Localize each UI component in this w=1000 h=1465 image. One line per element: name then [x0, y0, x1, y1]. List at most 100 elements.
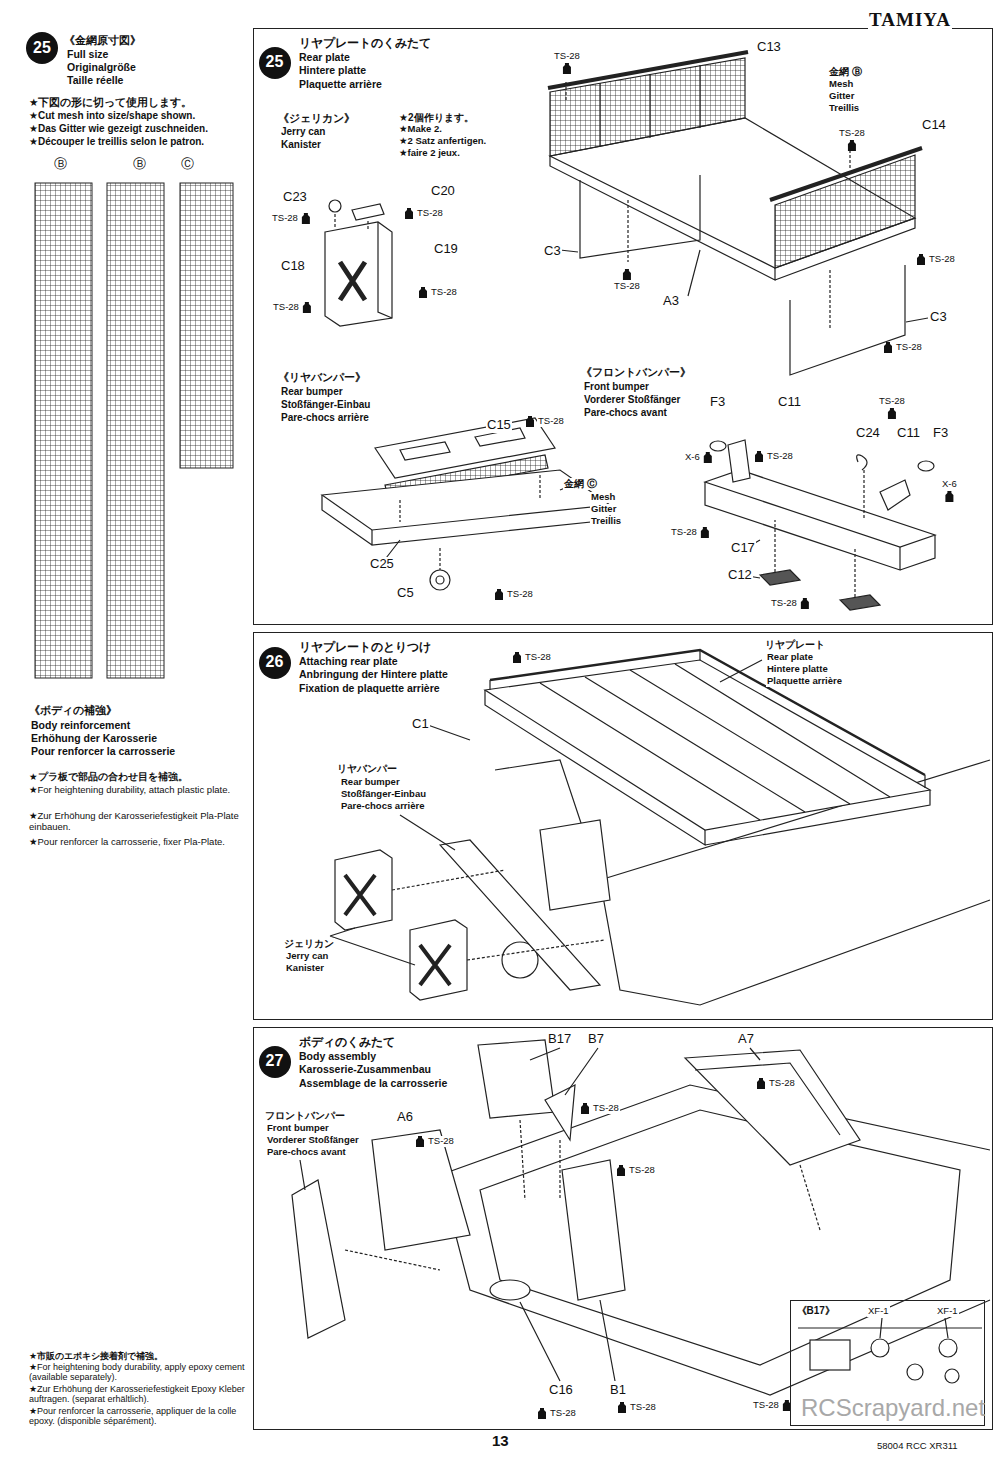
instruction-text: Vorderer Stoßfänger: [583, 394, 682, 406]
instruction-text: Stoßfänger-Einbau: [340, 789, 427, 800]
jerry-can: [329, 200, 341, 212]
paint-bottle-icon: [563, 63, 571, 74]
instruction-text: Rear bumper: [340, 777, 401, 788]
part-number: A3: [662, 294, 680, 309]
instruction-text: ジェリカン: [283, 938, 335, 950]
part-number: C24: [855, 426, 881, 441]
instruction-text: Pour renforcer la carrosserie: [30, 745, 176, 757]
paint-bottle-icon: [757, 1078, 765, 1089]
paint-bottle-icon: [884, 342, 892, 353]
dashboard-detail: [810, 1340, 850, 1370]
front-bumper: [918, 461, 934, 471]
instruction-text: 58004 RCC XR311: [876, 1441, 959, 1452]
instruction-text: Gitter: [828, 91, 855, 102]
step-circle-fill: [259, 1046, 291, 1078]
step-number: 25: [266, 53, 284, 71]
paint-code: TS-28: [928, 254, 956, 265]
instruction-text: ★2 Satz anfertigen.: [398, 136, 487, 147]
part-number: C5: [396, 586, 415, 601]
instruction-text: ★Zur Erhöhung der Karosseriefestigkeit P…: [28, 811, 248, 833]
rear-bumper: [400, 475, 540, 570]
front-bumper: [728, 440, 750, 482]
rear-plate-attach: [330, 660, 762, 965]
step-panel: 26リヤプレートのとりつけAttaching rear plateAnbring…: [253, 632, 993, 1020]
body-assembly: [478, 1040, 555, 1118]
front-bumper: [705, 440, 935, 610]
instruction-text: Mesh: [828, 79, 854, 90]
part-number: F3: [709, 395, 726, 410]
instruction-text: ★下図の形に切って使用します。: [28, 96, 193, 108]
jerry-can: [325, 200, 392, 326]
instruction-text: Jerry can: [285, 951, 329, 962]
step-heading: リヤプレートのとりつけ: [299, 641, 431, 655]
instruction-text: Front bumper: [583, 381, 650, 393]
paint-bottle-icon: [618, 1402, 626, 1413]
instruction-text: ★Das Gitter wie gezeigt zuschneiden.: [28, 123, 209, 135]
instruction-text: Body reinforcement: [30, 719, 131, 731]
instruction-text: Originalgröße: [66, 61, 137, 73]
body-assembly: [300, 1048, 760, 1381]
instruction-text: Taille réelle: [66, 74, 124, 86]
instruction-text: ★faire 2 jeux.: [398, 148, 461, 159]
step-heading: ボディのくみたて: [299, 1036, 395, 1050]
step-number: 25: [259, 47, 291, 79]
rear-plate-attach: [540, 664, 890, 820]
truck-bed: [550, 118, 915, 268]
rear-bumper: [400, 442, 450, 460]
instruction-text: ★2個作ります。: [398, 112, 475, 124]
part-number: C13: [756, 40, 782, 55]
step-panel: 25リヤプレートのくみたてRear plateHintere plattePla…: [253, 28, 993, 625]
paint-code: TS-28: [592, 1103, 620, 1114]
step-circle-fill: [259, 47, 291, 79]
rear-plate-attach: [410, 920, 467, 1000]
instruction-text: フロントバンパー: [264, 1110, 346, 1122]
paint-code: TS-28: [427, 1136, 455, 1147]
instruction-text: 《リヤバンパー》: [277, 371, 367, 383]
body-assembly: [545, 1085, 575, 1140]
dashboard-detail: [907, 1364, 923, 1380]
instruction-text: Vorderer Stoßfänger: [266, 1135, 360, 1146]
step-number: 25: [33, 39, 51, 57]
part-number: C25: [369, 557, 395, 572]
paint-code: TS-28: [537, 416, 565, 427]
truck-bed: [770, 148, 922, 200]
body-assembly: [562, 1160, 625, 1300]
paint-bottle-icon: [581, 1103, 589, 1114]
instruction-text: ★市販のエポキシ接着剤で補強。: [28, 1351, 164, 1361]
body-assembly: [685, 1050, 860, 1165]
rear-plate-attach: [490, 650, 925, 788]
instruction-text: Kanister: [280, 139, 322, 151]
part-number: C19: [433, 242, 459, 257]
step-heading: Karosserie-Zusammenbau: [299, 1063, 431, 1075]
front-bumper: [710, 441, 726, 451]
truck-bed: [580, 175, 700, 258]
step-heading: Fixation de plaquette arrière: [299, 682, 440, 694]
paint-code: TS-28: [271, 213, 299, 224]
paint-bottle-icon: [704, 452, 712, 463]
paint-bottle-icon: [303, 302, 311, 313]
step-number: 27: [259, 1046, 291, 1078]
paint-code: TS-28: [628, 1165, 656, 1176]
instruction-text: 《金網原寸図》: [63, 34, 142, 47]
dashboard-detail: [880, 1318, 948, 1338]
truck-bed: [560, 250, 928, 322]
instruction-text: 《ボディの補強》: [28, 704, 118, 717]
mesh-template: [180, 183, 233, 468]
front-bumper: [760, 570, 800, 585]
instruction-text: ★Cut mesh into size/shape shown.: [28, 110, 196, 122]
truck-bed: [548, 52, 748, 88]
body-assembly: [480, 1110, 960, 1365]
body-assembly: [292, 1040, 990, 1395]
step-number: 26: [266, 653, 284, 671]
paint-code: TS-28: [768, 1078, 796, 1089]
instruction-text: ★For heightening body durability, apply …: [28, 1362, 248, 1383]
body-assembly: [345, 1120, 820, 1270]
part-number: C14: [921, 118, 947, 133]
instruction-text: 金網 Ⓒ: [563, 478, 598, 490]
mesh-template: [107, 183, 164, 678]
rear-plate-attach: [485, 660, 930, 830]
part-number: C23: [282, 190, 308, 205]
truck-bed: [775, 155, 915, 268]
paint-bottle-icon: [755, 451, 763, 462]
part-number: C17: [730, 541, 756, 556]
